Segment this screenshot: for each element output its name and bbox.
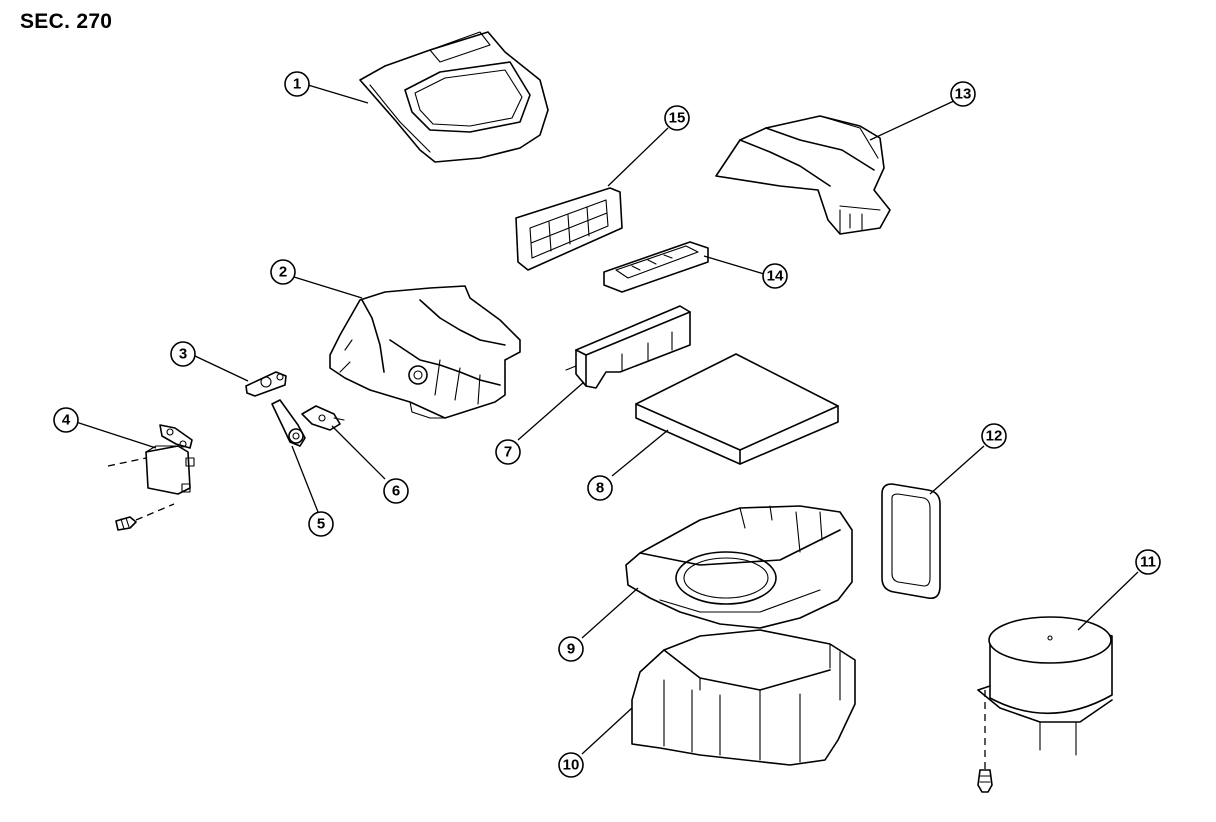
callout-2-label: 2 <box>279 264 287 281</box>
callout-3: 3 <box>170 341 196 367</box>
callout-3-label: 3 <box>179 346 187 363</box>
part-10-lower-case <box>631 629 856 766</box>
part-6-rod <box>301 405 345 431</box>
callout-15: 15 <box>664 105 690 131</box>
callout-2: 2 <box>270 259 296 285</box>
callout-7: 7 <box>495 439 521 465</box>
part-1-intake-cover <box>359 31 549 163</box>
part-9-upper-case <box>625 505 853 629</box>
callout-8-label: 8 <box>596 480 604 497</box>
callout-12: 12 <box>981 423 1007 449</box>
callout-1: 1 <box>284 71 310 97</box>
callout-13: 13 <box>950 81 976 107</box>
callout-8: 8 <box>587 475 613 501</box>
callout-5: 5 <box>308 511 334 537</box>
callout-4-label: 4 <box>62 412 71 429</box>
part-12-gasket <box>881 483 941 600</box>
callout-5-label: 5 <box>317 516 325 533</box>
callout-6-label: 6 <box>392 483 400 500</box>
part-2-intake-housing <box>329 285 521 419</box>
callout-1-label: 1 <box>293 76 301 93</box>
callout-6: 6 <box>383 478 409 504</box>
part-8-air-filter <box>635 353 839 465</box>
part-14-small-filter <box>603 241 709 293</box>
callout-15-label: 15 <box>669 110 686 127</box>
callout-12-label: 12 <box>986 428 1003 445</box>
section-label: SEC. 270 <box>20 10 113 33</box>
part-3-link <box>245 371 287 397</box>
callout-10-label: 10 <box>563 757 580 774</box>
callout-11: 11 <box>1135 549 1161 575</box>
part-13-intake-duct <box>715 115 891 235</box>
leader-lines <box>75 84 1139 755</box>
part-5-lever <box>271 399 306 447</box>
callout-9: 9 <box>558 636 584 662</box>
part-7-partition <box>565 305 691 389</box>
callout-11-label: 11 <box>1140 554 1156 571</box>
callout-14: 14 <box>762 263 788 289</box>
part-11-blower-motor <box>977 616 1113 793</box>
part-15-grille-filter <box>515 187 623 271</box>
part-4-intake-actuator <box>107 424 195 531</box>
callout-10: 10 <box>558 752 584 778</box>
callout-7-label: 7 <box>504 444 512 461</box>
callout-4: 4 <box>53 407 79 433</box>
callout-9-label: 9 <box>567 641 575 658</box>
callout-13-label: 13 <box>955 86 972 103</box>
callout-14-label: 14 <box>767 268 784 285</box>
